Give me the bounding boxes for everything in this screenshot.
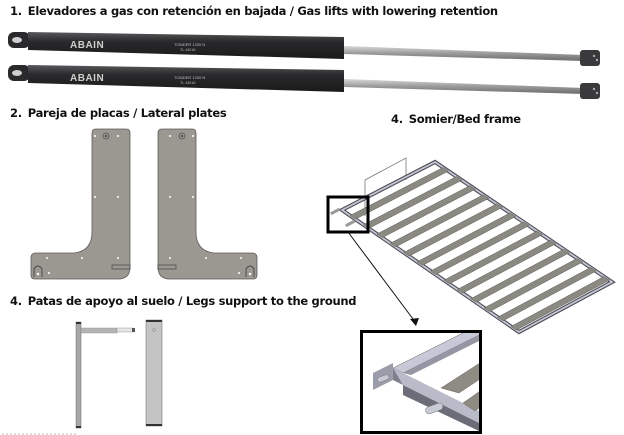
section-title: Patas de apoyo al suelo / Legs support t…	[27, 294, 357, 308]
gas-spring-icon: ABAIN TOMDER 1200 N 7L 46/16 ABAIN TOMDE…	[8, 32, 600, 99]
section-heading-bed-frame: 4. Somier/Bed frame	[391, 112, 521, 126]
lateral-plate-right	[157, 128, 258, 280]
pin	[330, 207, 341, 216]
gas-lift-2: ABAIN TOMDER 1200 N 7L 46/16	[8, 65, 600, 99]
section-heading-gas-lifts: 1. Elevadores a gas con retención en baja…	[10, 4, 498, 18]
slat	[456, 239, 557, 294]
support-leg-icon	[2, 319, 163, 435]
slat	[376, 185, 476, 238]
brand-label: ABAIN	[70, 73, 104, 84]
pin	[345, 219, 356, 228]
callout-arrow-line	[347, 231, 417, 324]
spec-label: TOMDER 1200 N	[174, 75, 205, 80]
brand-label: ABAIN	[70, 40, 104, 51]
slat	[403, 203, 503, 257]
section-heading-legs: 4. Patas de apoyo al suelo / Legs support…	[10, 294, 356, 308]
slatted-frame-icon	[326, 157, 616, 335]
section-number: 1.	[10, 4, 22, 18]
bed-frame-detail-inset	[360, 330, 482, 434]
slat	[497, 267, 597, 322]
slat	[430, 221, 530, 275]
spec-label: TOMDER 1200 N	[174, 42, 205, 47]
slat	[510, 276, 610, 331]
lateral-plate-left	[30, 128, 131, 280]
section-title: Elevadores a gas con retención en bajada…	[27, 4, 498, 18]
slat	[416, 212, 517, 266]
slats-group	[349, 167, 610, 331]
slat	[470, 248, 570, 303]
l-bracket-plate-icon	[30, 128, 258, 280]
section-number: 4.	[391, 112, 403, 126]
section-number: 2.	[10, 106, 22, 120]
leg-front-view	[145, 319, 163, 427]
slat	[443, 230, 543, 285]
gas-lifts-figure: ABAIN TOMDER 1200 N 7L 46/16 ABAIN TOMDE…	[4, 26, 624, 106]
slat	[483, 258, 584, 312]
slat	[349, 167, 450, 220]
legs-figure	[0, 318, 200, 435]
spec-sub-label: 7L 46/16	[180, 80, 196, 85]
section-number: 4.	[10, 294, 22, 308]
bed-frame-figure	[320, 130, 624, 435]
section-title: Pareja de placas / Lateral plates	[27, 106, 227, 120]
slat	[389, 194, 490, 248]
section-title: Somier/Bed frame	[408, 112, 521, 126]
lateral-plates-figure	[0, 125, 280, 285]
spec-sub-label: 7L 46/16	[180, 47, 196, 52]
section-heading-lateral-plates: 2. Pareja de placas / Lateral plates	[10, 106, 227, 120]
leg-side-view	[75, 321, 135, 429]
gas-lift-1: ABAIN TOMDER 1200 N 7L 46/16	[8, 32, 600, 66]
arrow-head-icon	[410, 318, 419, 326]
zoom-detail-icon	[373, 333, 479, 431]
